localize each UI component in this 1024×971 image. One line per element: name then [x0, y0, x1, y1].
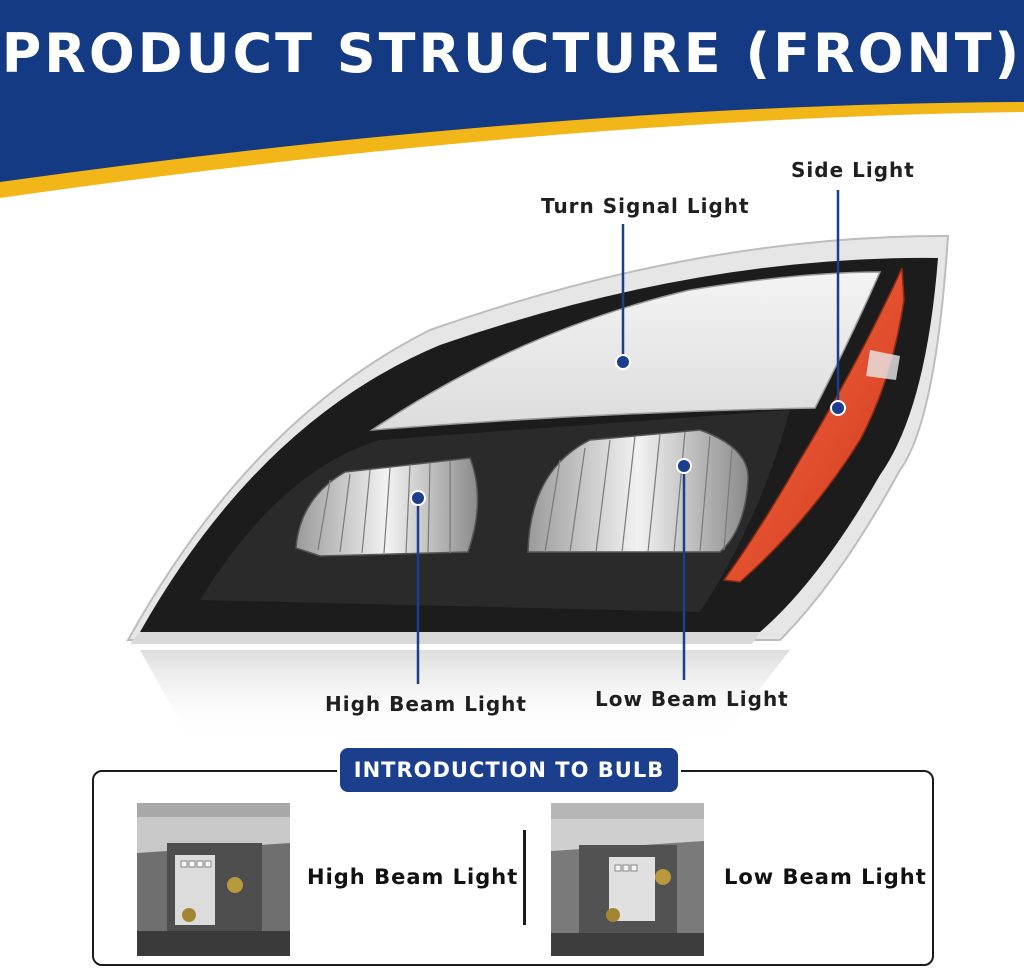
header-banner: PRODUCT STRUCTURE (FRONT)	[0, 0, 1024, 215]
header-background	[0, 0, 1024, 198]
callout-high-beam-light: High Beam Light	[325, 692, 527, 716]
bulb-intro-title: INTRODUCTION TO BULB	[340, 748, 678, 792]
pointer-lines	[416, 190, 840, 684]
low-beam-bulb-photo	[551, 803, 704, 956]
page-title: PRODUCT STRUCTURE (FRONT)	[1, 22, 1023, 85]
pointer-dots	[410, 354, 846, 506]
callout-low-beam-light: Low Beam Light	[595, 687, 789, 711]
low-beam-reflector	[527, 429, 749, 553]
callout-side-light: Side Light	[791, 158, 915, 182]
high-beam-reflector	[295, 457, 479, 557]
bulb-label-low-beam: Low Beam Light	[724, 865, 927, 889]
side-light-lens	[722, 267, 905, 583]
panel-divider	[523, 830, 526, 925]
lamp-reflection	[140, 650, 790, 740]
high-beam-bulb-photo	[137, 803, 290, 956]
headlamp-illustration	[126, 190, 950, 740]
bulb-label-high-beam: High Beam Light	[307, 865, 519, 889]
turn-signal-lens	[369, 271, 882, 431]
callout-turn-signal-light: Turn Signal Light	[541, 194, 750, 218]
